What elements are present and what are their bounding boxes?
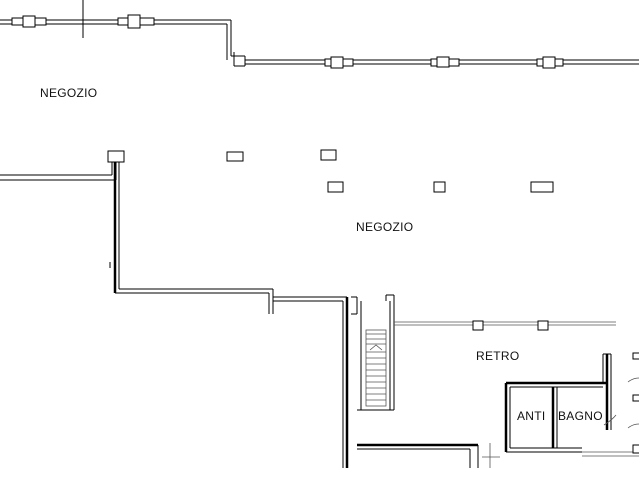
west-south-wall xyxy=(0,162,358,468)
north-wall-openings xyxy=(11,14,564,69)
retro-north-wall xyxy=(394,320,616,331)
bathroom-block xyxy=(504,353,639,457)
staircase xyxy=(357,294,395,411)
pillars xyxy=(107,149,554,193)
north-wall xyxy=(0,0,639,67)
room-label-anti: ANTI xyxy=(517,409,546,423)
room-label-bagno: BAGNO xyxy=(558,409,603,423)
south-wall xyxy=(357,443,500,468)
room-label-retro: RETRO xyxy=(476,349,520,363)
room-label-negozio-top: NEGOZIO xyxy=(40,86,98,100)
room-label-negozio-main: NEGOZIO xyxy=(356,220,414,234)
east-edge xyxy=(627,352,639,454)
